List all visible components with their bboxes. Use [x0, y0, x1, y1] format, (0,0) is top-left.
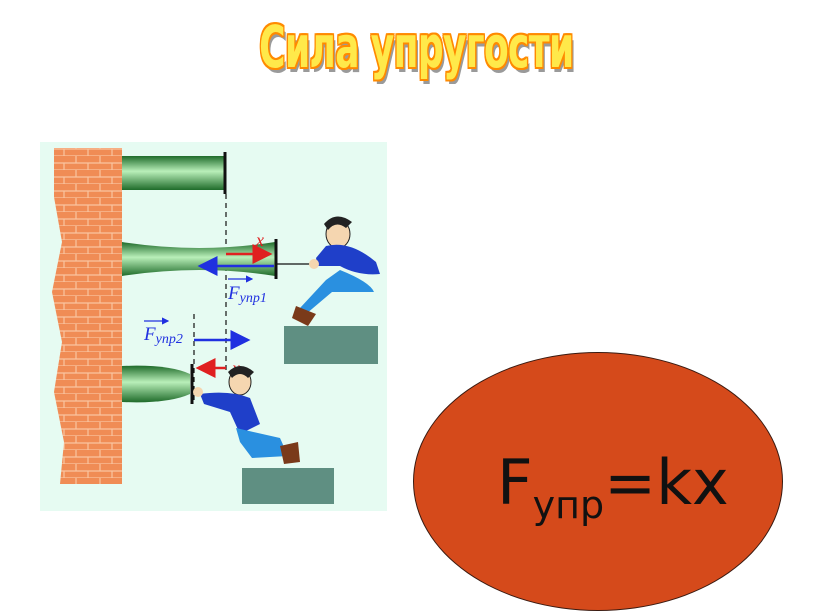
man-pushing	[193, 366, 300, 464]
force1-label: Fупр1	[227, 283, 267, 306]
spring-compressed	[122, 365, 190, 403]
formula-subscript: упр	[532, 483, 605, 527]
elastic-force-illustration: x Fупр1 Fупр2 x	[40, 142, 387, 511]
formula-symbol: F	[497, 446, 533, 519]
box-top	[284, 326, 378, 364]
formula-rhs: =kx	[604, 446, 729, 519]
formula-oval	[413, 352, 783, 611]
brick-wall	[52, 148, 122, 484]
box-bottom	[242, 468, 334, 504]
force2-label: Fупр2	[143, 324, 183, 347]
elastic-force-formula: Fупр=kx	[497, 452, 729, 525]
slide-title: Сила упругости	[259, 13, 574, 81]
x-label-top: x	[255, 230, 264, 250]
man-pulling	[292, 216, 380, 326]
spring-rest	[122, 156, 224, 190]
